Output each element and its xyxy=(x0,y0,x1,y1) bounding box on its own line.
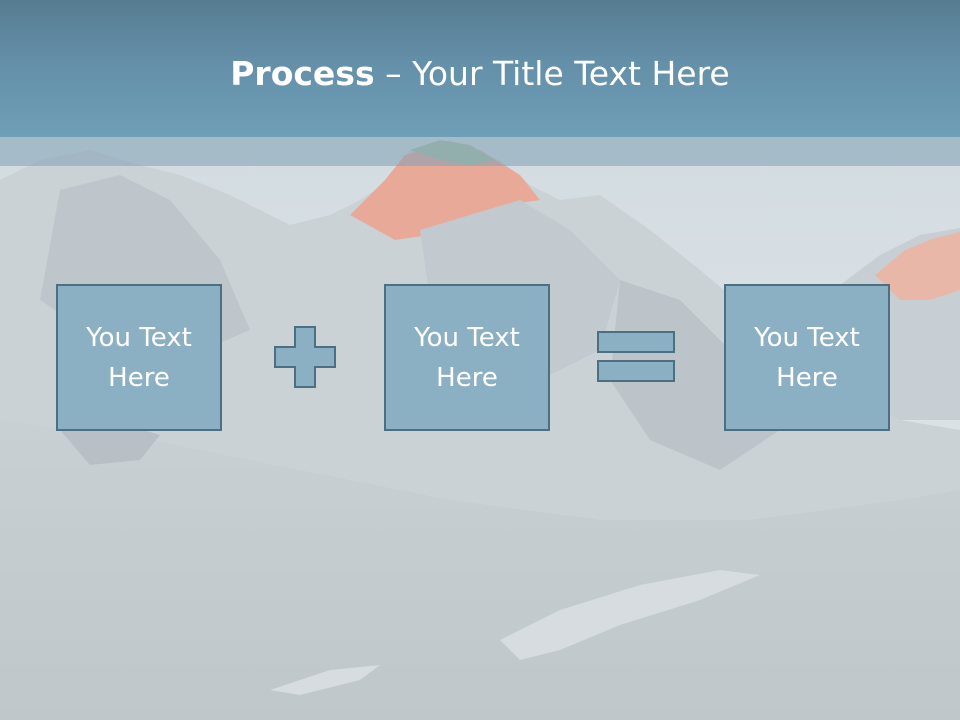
plus-icon xyxy=(274,326,336,388)
equals-icon xyxy=(597,331,675,382)
process-box-1: You Text Here xyxy=(56,284,222,431)
process-box-2: You Text Here xyxy=(384,284,550,431)
process-box-3-text: You Text Here xyxy=(754,322,860,393)
process-box-3: You Text Here xyxy=(724,284,890,431)
slide-title: Process – Your Title Text Here xyxy=(0,52,960,96)
process-box-2-text: You Text Here xyxy=(414,322,520,393)
title-rest-text: Your Title Text Here xyxy=(412,54,730,93)
title-separator: – xyxy=(385,54,402,93)
title-divider-strip xyxy=(0,137,960,166)
process-box-1-text: You Text Here xyxy=(86,322,192,393)
title-bar xyxy=(0,0,960,137)
title-bold-text: Process xyxy=(230,54,375,93)
